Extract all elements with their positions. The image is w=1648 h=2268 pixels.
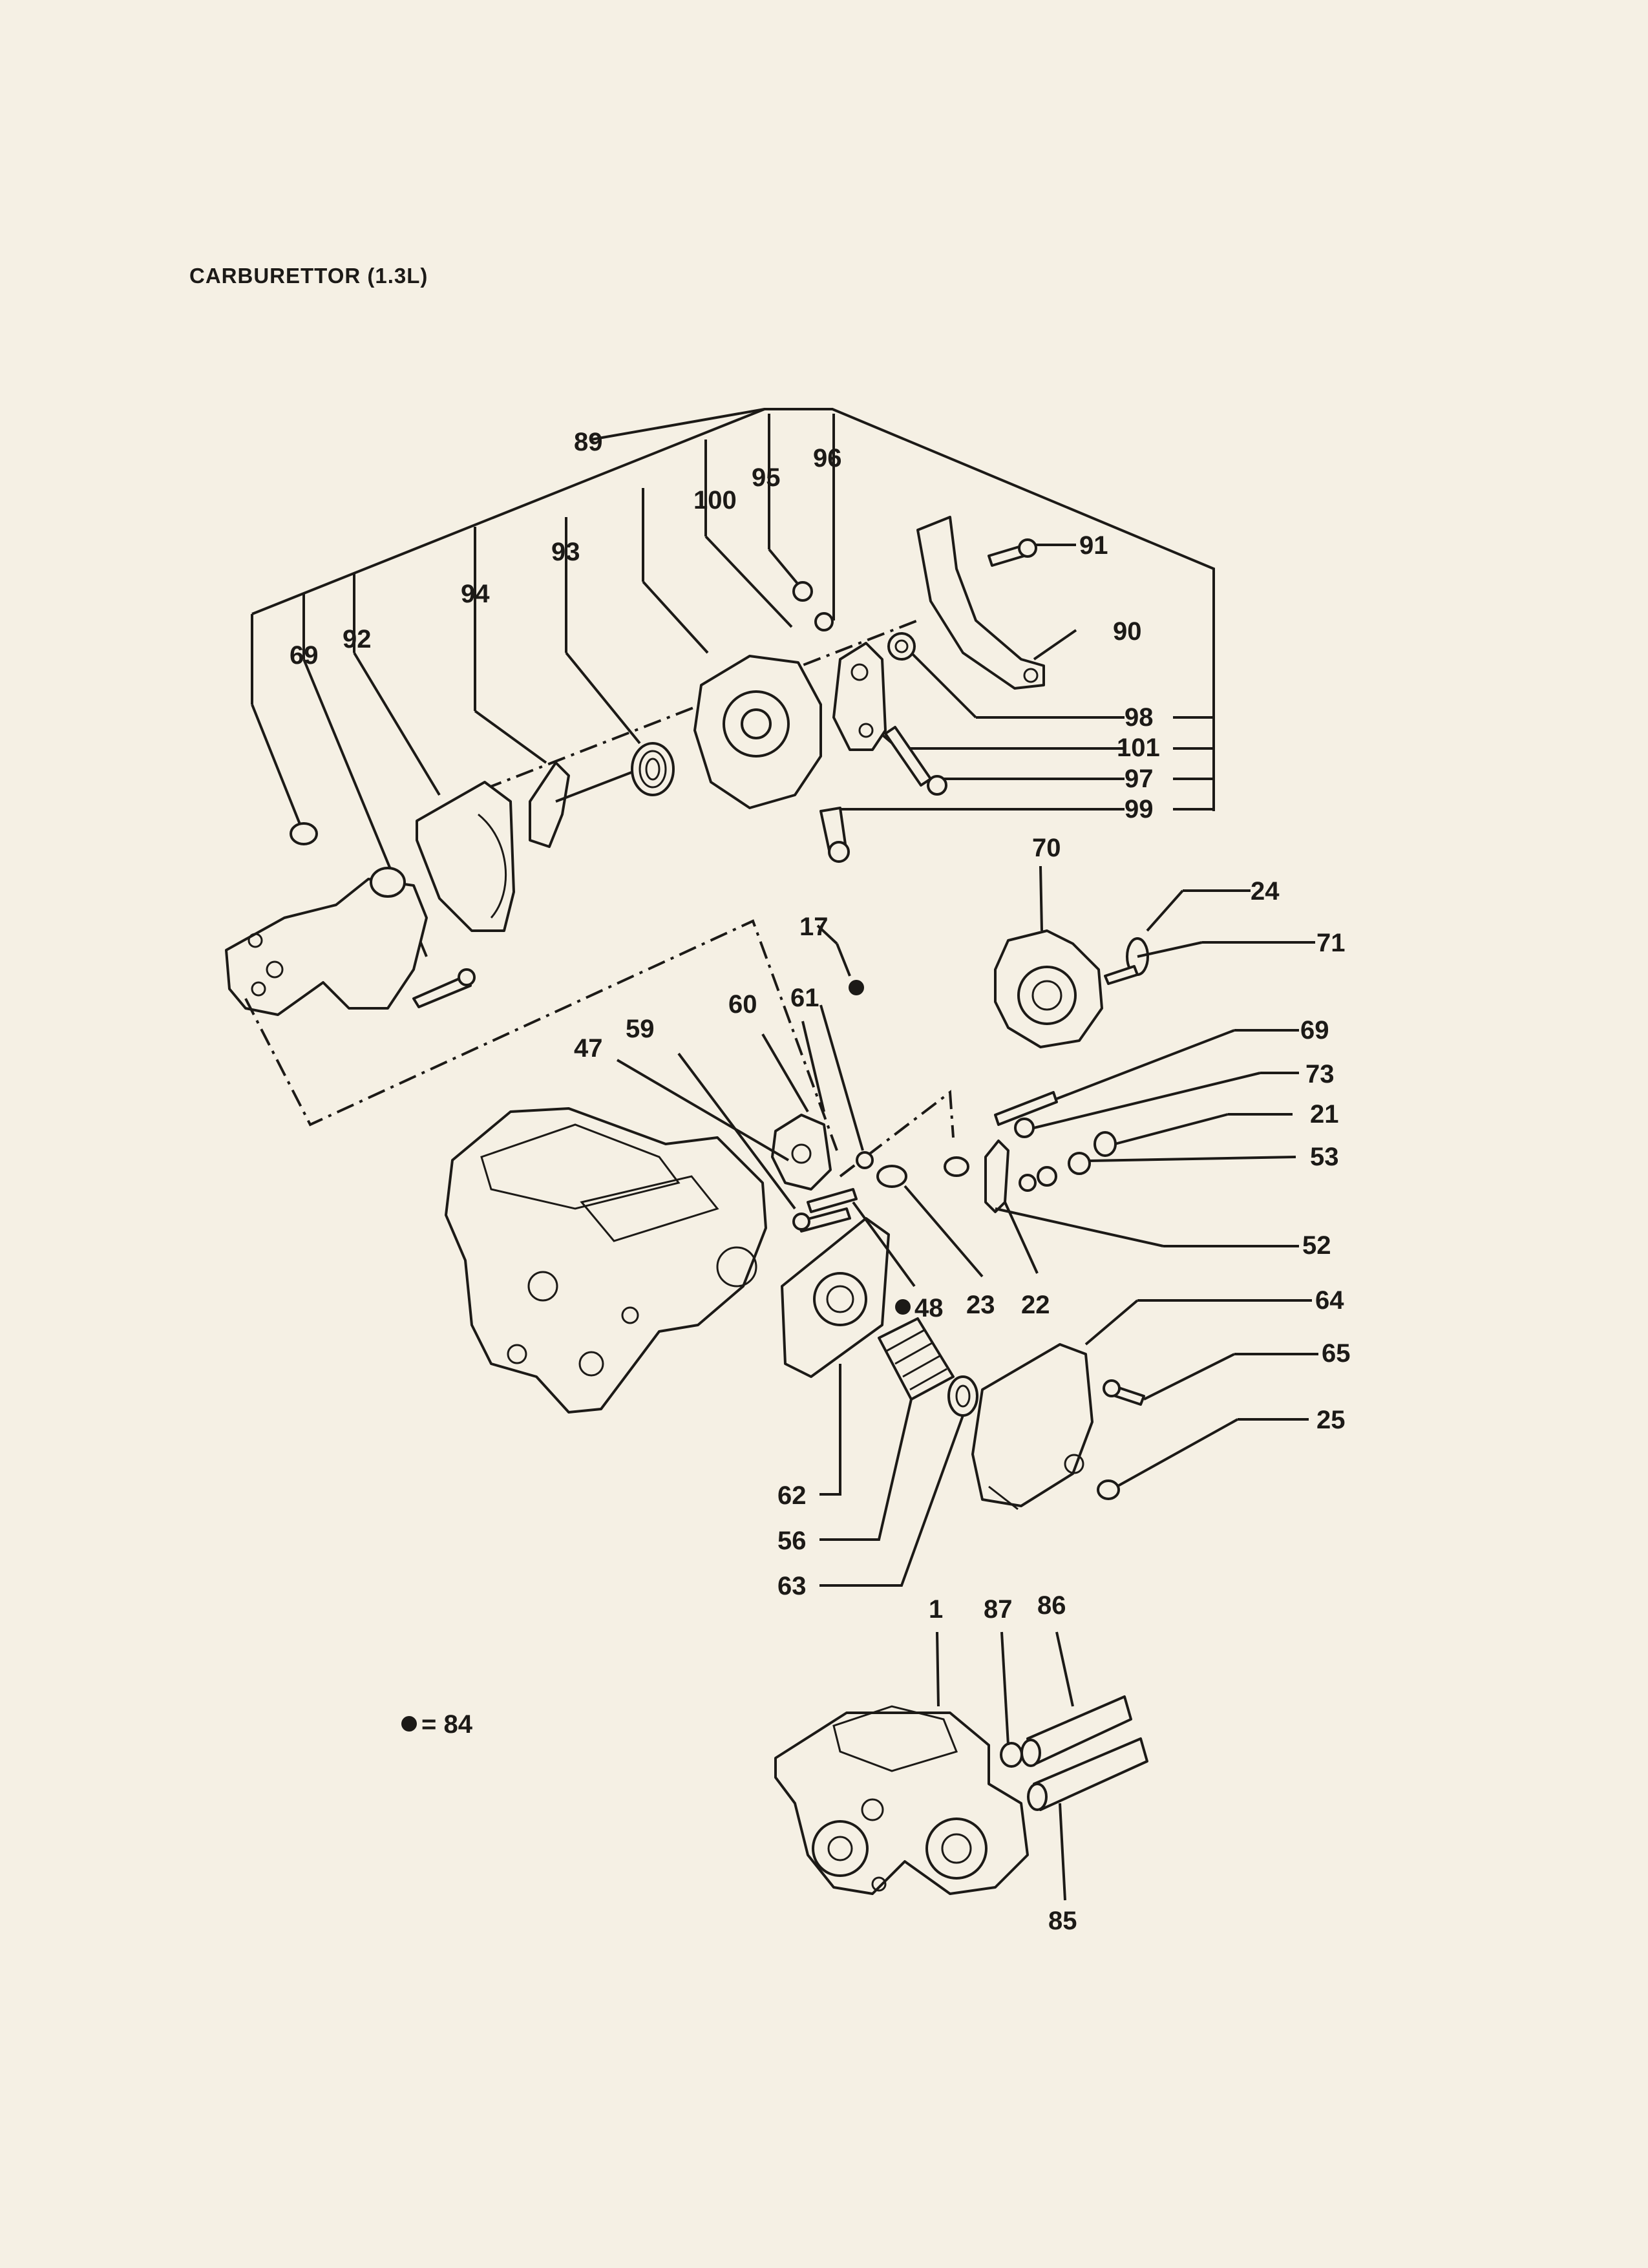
assembled-leaders — [936, 1631, 1074, 1901]
callout-60: 60 — [728, 990, 757, 1019]
callout-59: 59 — [626, 1015, 655, 1043]
cap-21-part — [1093, 1131, 1117, 1157]
callout-69b: 69 — [1300, 1016, 1329, 1044]
callout-63: 63 — [777, 1572, 807, 1600]
callout-24: 24 — [1251, 877, 1280, 906]
callout-86: 86 — [1037, 1591, 1066, 1620]
ring-98-part — [887, 632, 916, 661]
screw-65-part — [1103, 1379, 1145, 1406]
disc-23-part — [876, 1165, 907, 1188]
callout-1: 1 — [929, 1595, 943, 1624]
callout-95: 95 — [752, 463, 781, 492]
choke-housing-part — [225, 822, 428, 1016]
callout-70: 70 — [1032, 834, 1061, 862]
lever-101-part — [832, 642, 887, 751]
lower-group-leaders — [616, 865, 1318, 1587]
gasket-92-part — [416, 781, 515, 932]
callout-101: 101 — [1117, 734, 1160, 762]
callout-91: 91 — [1079, 531, 1108, 560]
screw-97-part — [884, 726, 947, 796]
callout-71: 71 — [1316, 929, 1346, 957]
page-title: CARBURETTOR (1.3L) — [189, 264, 428, 288]
washer-95-96-part — [792, 581, 834, 631]
callout-93: 93 — [551, 538, 580, 566]
legend-dot-icon — [401, 1716, 417, 1732]
washer-73-part — [1014, 1118, 1035, 1138]
callout-99: 99 — [1125, 795, 1154, 823]
lever-94-part — [529, 761, 640, 848]
callout-64: 64 — [1315, 1286, 1344, 1315]
choke-cover-100-part — [693, 655, 822, 809]
screw-69-part — [412, 968, 476, 1008]
ring-25-part — [1097, 1479, 1120, 1500]
group-89-bracket — [251, 408, 1215, 957]
spring-56-part — [878, 1317, 955, 1401]
dot-48-marker — [895, 1299, 911, 1315]
callout-62: 62 — [777, 1481, 807, 1510]
cover-70-part — [994, 929, 1103, 1048]
cover-64-part — [971, 1343, 1093, 1510]
lever-22-part — [984, 1139, 1009, 1213]
screw-99-part — [819, 807, 850, 863]
plug-61-part — [856, 1151, 874, 1169]
ring-52-part — [944, 1156, 969, 1177]
callout-53: 53 — [1310, 1143, 1339, 1171]
screw-69b-part — [994, 1091, 1058, 1126]
callout-89: 89 — [574, 428, 603, 456]
bracket-90-part — [916, 516, 1045, 690]
callout-17: 17 — [799, 913, 829, 941]
callout-92: 92 — [343, 625, 372, 653]
callout-23: 23 — [966, 1291, 995, 1319]
callout-100: 100 — [693, 486, 737, 514]
callout-65: 65 — [1322, 1339, 1351, 1368]
callout-97: 97 — [1125, 765, 1154, 793]
screws-59-47-part — [792, 1188, 858, 1233]
screw-71-part — [1104, 965, 1139, 985]
callout-labels: 89 95 96 100 93 94 92 69 91 90 98 101 97… — [290, 428, 1351, 1935]
callout-87: 87 — [984, 1595, 1013, 1624]
carburettor-body-part — [445, 1107, 767, 1414]
cover-60-part — [771, 1114, 832, 1191]
callout-47: 47 — [574, 1034, 603, 1063]
callout-96: 96 — [813, 444, 842, 472]
hoses-86-85-part — [1020, 1695, 1148, 1811]
assembled-carburettor-part — [774, 1705, 1029, 1895]
callout-73: 73 — [1305, 1060, 1335, 1088]
callout-22: 22 — [1021, 1291, 1050, 1319]
legend-text: = 84 — [421, 1710, 473, 1739]
nut-53-part — [1019, 1152, 1091, 1192]
callout-69a: 69 — [290, 641, 319, 670]
callout-52: 52 — [1302, 1231, 1331, 1260]
callout-25: 25 — [1316, 1406, 1346, 1434]
callout-21: 21 — [1310, 1100, 1339, 1129]
callout-61: 61 — [790, 984, 819, 1012]
dot-17-marker — [849, 980, 864, 995]
callout-94: 94 — [461, 580, 490, 608]
callout-56: 56 — [777, 1527, 807, 1555]
ring-63-part — [947, 1375, 978, 1417]
callout-85: 85 — [1048, 1907, 1077, 1935]
clip-87-part — [1000, 1742, 1023, 1768]
screw-91-part — [988, 538, 1037, 567]
cover-62-part — [781, 1217, 890, 1378]
spring-93-part — [631, 742, 675, 796]
callout-90: 90 — [1113, 617, 1142, 646]
callout-48: 48 — [914, 1294, 944, 1322]
callout-98: 98 — [1125, 703, 1154, 732]
